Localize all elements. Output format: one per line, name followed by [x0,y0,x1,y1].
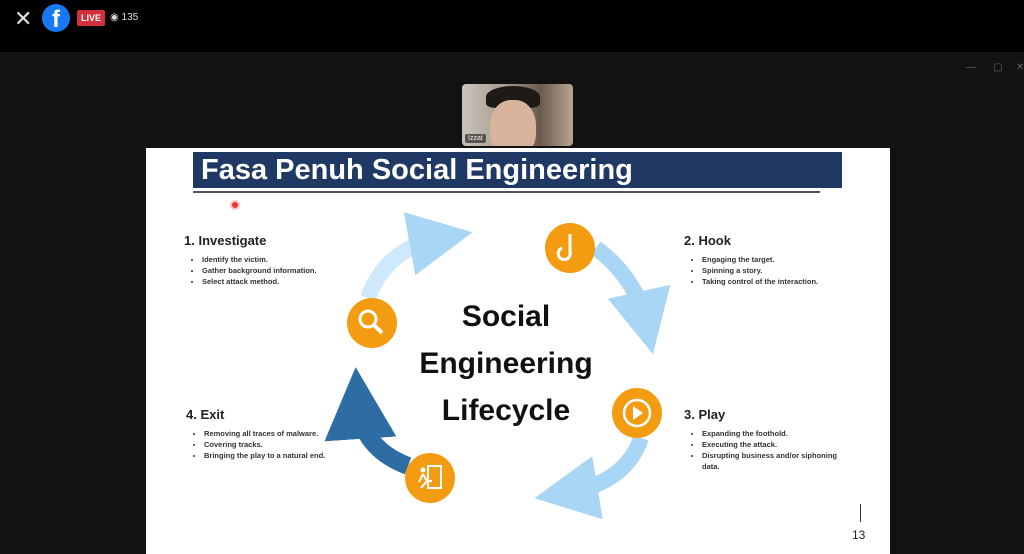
search-icon [347,298,397,348]
exit-icon [405,453,455,503]
section-play: 3. Play Expanding the foothold.Executing… [684,407,854,472]
list-item: Taking control of the interaction. [702,276,818,287]
section-title: 3. Play [684,407,726,422]
page-divider [860,504,861,522]
section-exit: 4. Exit Removing all traces of malware.C… [186,407,325,461]
laser-pointer [232,202,238,208]
hook-icon [545,223,595,273]
section-title: 2. Hook [684,233,731,248]
page-number: 13 [852,528,866,542]
minimize-icon[interactable]: — [966,62,976,73]
live-badge: LIVE [77,10,106,26]
eye-icon: ◉ [110,12,119,23]
list-item: Expanding the foothold. [702,428,854,439]
maximize-icon[interactable]: ▢ [993,62,1003,73]
participant-name: Izzat [465,134,486,143]
arrow-investigate-to-hook [360,212,473,301]
list-item: Disrupting business and/or siphoning dat… [702,450,854,472]
title-divider [193,191,820,193]
list-item: Removing all traces of malware. [204,428,325,439]
play-icon [612,388,662,438]
viewer-count: ◉ 135 [110,12,138,23]
section-title: 1. Investigate [184,233,267,248]
list-item: Covering tracks. [204,439,325,450]
arrow-hook-to-play [591,241,671,355]
arrow-exit-to-investigate [324,367,412,475]
list-item: Bringing the play to a natural end. [204,450,325,461]
list-item: Identify the victim. [202,254,317,265]
list-item: Select attack method. [202,276,317,287]
presentation-slide: Fasa Penuh Social Engineering Social Eng… [146,148,890,554]
facebook-logo: f [42,4,70,32]
center-line-3: Lifecycle [441,394,571,427]
list-item: Engaging the target. [702,254,818,265]
center-line-1: Social [461,300,551,333]
slide-title: Fasa Penuh Social Engineering [193,152,842,188]
center-line-2: Engineering [419,347,593,380]
list-item: Executing the attack. [702,439,854,450]
section-investigate: 1. Investigate Identify the victim.Gathe… [184,233,317,287]
viewer-count-value: 135 [121,12,139,23]
arrow-play-to-exit [534,435,649,520]
list-item: Gather background information. [202,265,317,276]
diagram-center-label: Social Engineering Lifecycle [396,293,616,434]
webcam-tile[interactable]: Izzat [462,84,573,146]
section-hook: 2. Hook Engaging the target.Spinning a s… [684,233,818,287]
lifecycle-diagram [324,212,671,520]
close-window-icon[interactable]: ✕ [1016,62,1024,73]
presenter-face [490,100,536,146]
top-bar: ✕ f LIVE ◉ 135 [0,0,1024,52]
section-title: 4. Exit [186,407,225,422]
close-icon[interactable]: ✕ [14,6,33,31]
list-item: Spinning a story. [702,265,818,276]
